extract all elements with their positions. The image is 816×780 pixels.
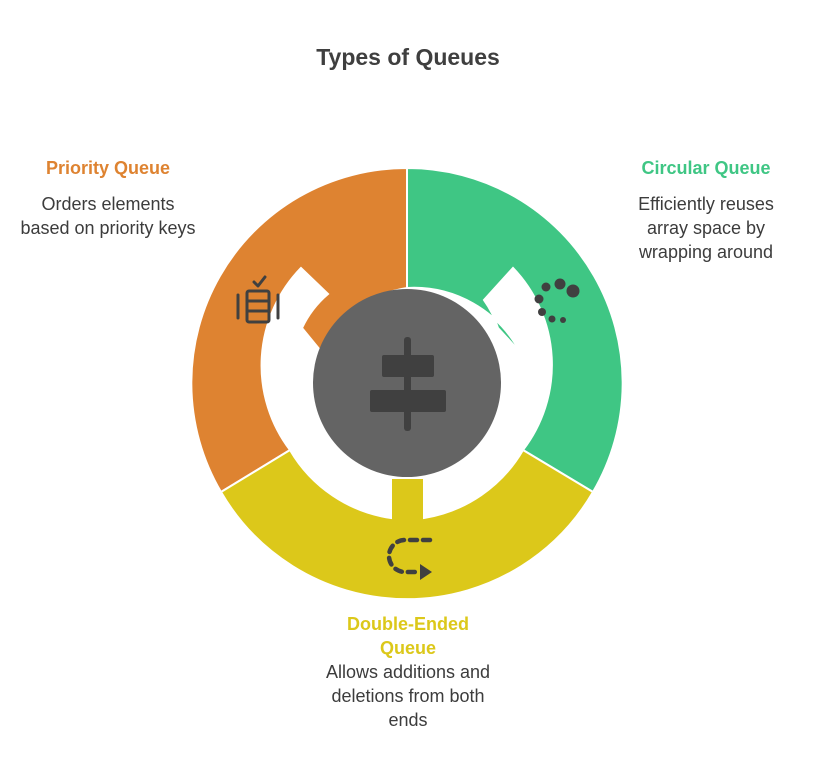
circular-segment bbox=[406, 166, 624, 494]
priority-queue-label: Priority Queue Orders elements based on … bbox=[18, 156, 198, 240]
priority-queue-description: Orders elements based on priority keys bbox=[20, 194, 196, 238]
loop-arrow-icon bbox=[386, 537, 433, 580]
list-with-check-icon bbox=[236, 275, 280, 324]
circular-queue-title: Circular Queue bbox=[641, 158, 771, 178]
dotted-circle-icon bbox=[534, 278, 580, 323]
align-center-icon bbox=[370, 337, 446, 431]
circular-queue-description: Efficiently reuses array space by wrappi… bbox=[638, 194, 774, 262]
deque-segment bbox=[219, 448, 595, 601]
circular-queue-label: Circular Queue Efficiently reuses array … bbox=[616, 156, 796, 264]
priority-queue-title: Priority Queue bbox=[45, 158, 171, 178]
double-ended-queue-label: Double-Ended Queue Allows additions and … bbox=[318, 612, 498, 732]
double-ended-queue-title: Double-Ended Queue bbox=[347, 614, 469, 658]
double-ended-queue-description: Allows additions and deletions from both… bbox=[325, 662, 491, 730]
diagram-title: Types of Queues bbox=[316, 44, 500, 70]
